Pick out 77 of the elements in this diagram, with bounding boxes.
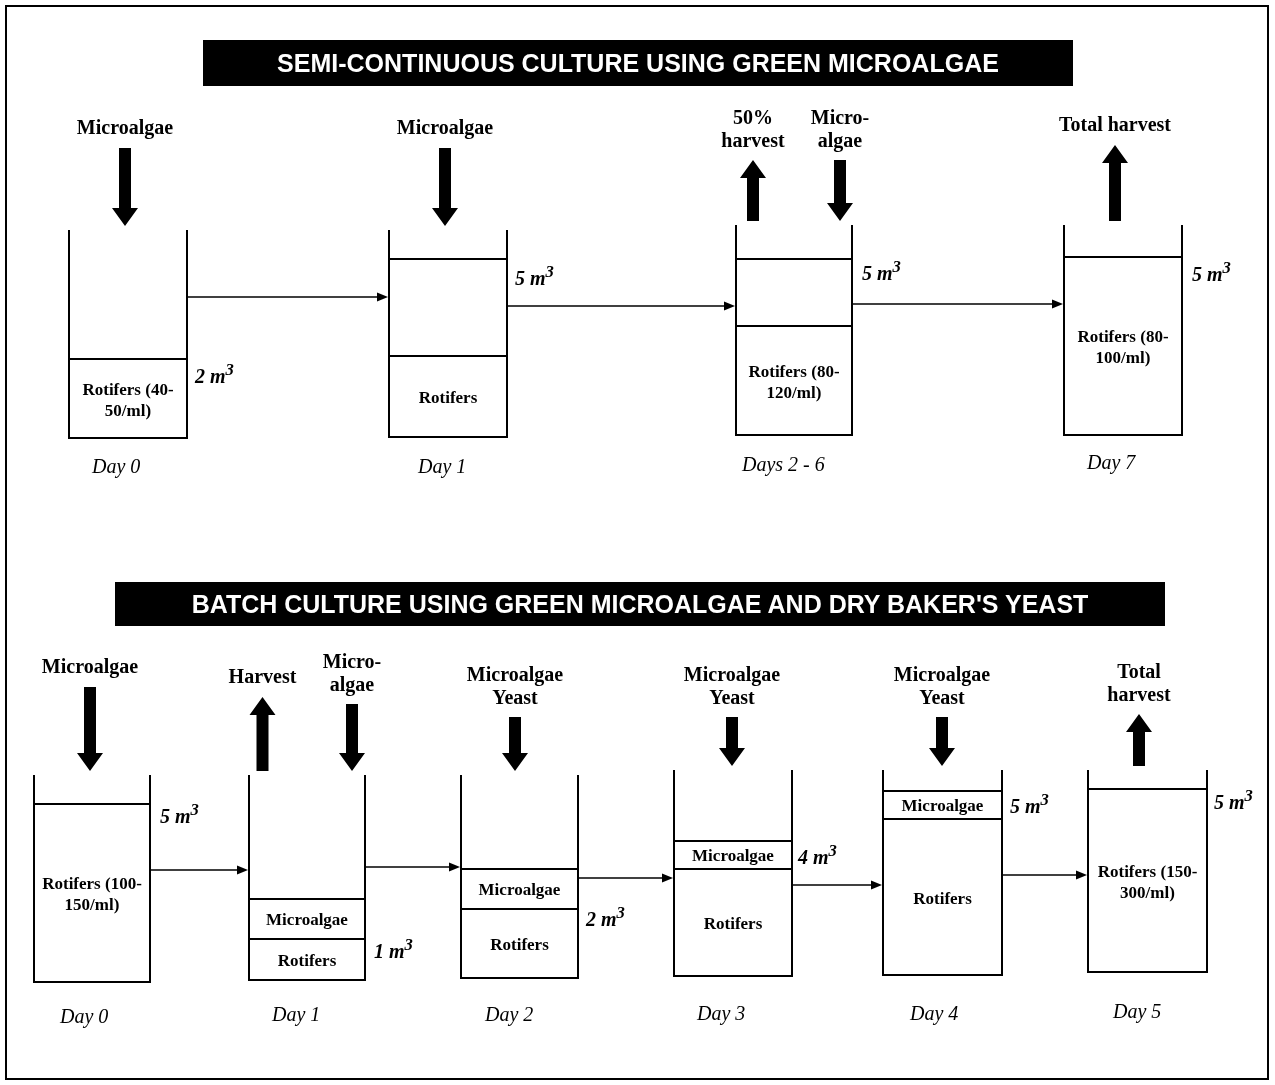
volume-label: 5 m$^{3}$ [862,257,901,285]
arrow [827,160,853,221]
arrow [365,862,460,872]
arrow [77,687,103,771]
day-label: Day 0 [92,455,141,478]
arrow [1002,870,1087,880]
culture-layer: Rotifers [390,355,506,438]
culture-layer: Rotifers [462,908,577,979]
stage-label: Harvest [215,665,310,688]
culture-layer: Microalgae [250,898,364,938]
arrow [339,704,365,771]
arrow [249,697,276,771]
volume-label: 2 m$^{3}$ [195,360,234,388]
day-label: Day 1 [272,1003,321,1026]
culture-layer: Rotifers (80-100/ml) [1065,256,1181,436]
culture-layer: Rotifers [250,938,364,981]
culture-layer: Microalgae [462,868,577,908]
arrow [1102,145,1128,221]
day-label: Day 3 [697,1002,746,1025]
stage-label: Microalgae Yeast [667,663,797,709]
culture-layer: Rotifers [675,868,791,977]
stage-label: Microalgae [55,116,195,139]
culture-layer: Rotifers (80-120/ml) [737,325,851,436]
tank [673,770,793,977]
section-banner: SEMI-CONTINUOUS CULTURE USING GREEN MICROALGAE [203,40,1073,86]
arrow [719,717,745,766]
arrow [112,148,138,226]
arrow [740,160,766,221]
stage-label: Micro- algae [312,650,392,696]
day-label: Day 2 [485,1003,534,1026]
arrow [929,717,955,766]
arrow [150,865,248,875]
culture-layer: Microalgae [675,840,791,868]
volume-label: 5 m$^{3}$ [1010,790,1049,818]
stage-label: Total harvest [1040,113,1190,136]
stage-label: Microalgae Yeast [450,663,580,709]
tank [68,230,188,439]
volume-label: 5 m$^{3}$ [515,262,554,290]
arrow [578,873,673,883]
tank [460,775,579,979]
culture-layer: Rotifers [884,818,1001,976]
section-banner: BATCH CULTURE USING GREEN MICROALGAE AND DRY BAKER'S YEAST [115,582,1165,626]
tank [33,775,151,983]
day-label: Day 0 [60,1005,109,1028]
stage-label: Micro- algae [800,106,880,152]
tank [882,770,1003,976]
volume-label: 2 m$^{3}$ [586,903,625,931]
volume-label: 1 m$^{3}$ [374,935,413,963]
volume-label: 5 m$^{3}$ [160,800,199,828]
volume-label: 5 m$^{3}$ [1192,258,1231,286]
tank [388,230,508,438]
arrow [187,292,388,302]
volume-label: 5 m$^{3}$ [1214,786,1253,814]
culture-layer: Rotifers (100-150/ml) [35,803,149,983]
volume-label: 4 m$^{3}$ [798,841,837,869]
day-label: Day 7 [1087,451,1136,474]
tank [735,225,853,436]
arrow [502,717,528,771]
tank [248,775,366,981]
day-label: Day 4 [910,1002,959,1025]
arrow [507,301,735,311]
day-label: Day 5 [1113,1000,1162,1023]
stage-label: Microalgae Yeast [877,663,1007,709]
stage-label: Microalgae [380,116,510,139]
culture-layer: Microalgae [884,790,1001,818]
arrow [852,299,1063,309]
stage-label: Total harvest [1093,660,1185,706]
culture-layer: Rotifers (40-50/ml) [70,358,186,439]
arrow [792,880,882,890]
culture-layer: Rotifers (150-300/ml) [1089,788,1206,973]
tank [1063,225,1183,436]
day-label: Day 1 [418,455,467,478]
stage-label: Microalgae [25,655,155,678]
arrow [432,148,458,226]
stage-label: 50% harvest [708,106,798,152]
day-label: Days 2 - 6 [742,453,825,476]
arrow [1126,714,1152,766]
